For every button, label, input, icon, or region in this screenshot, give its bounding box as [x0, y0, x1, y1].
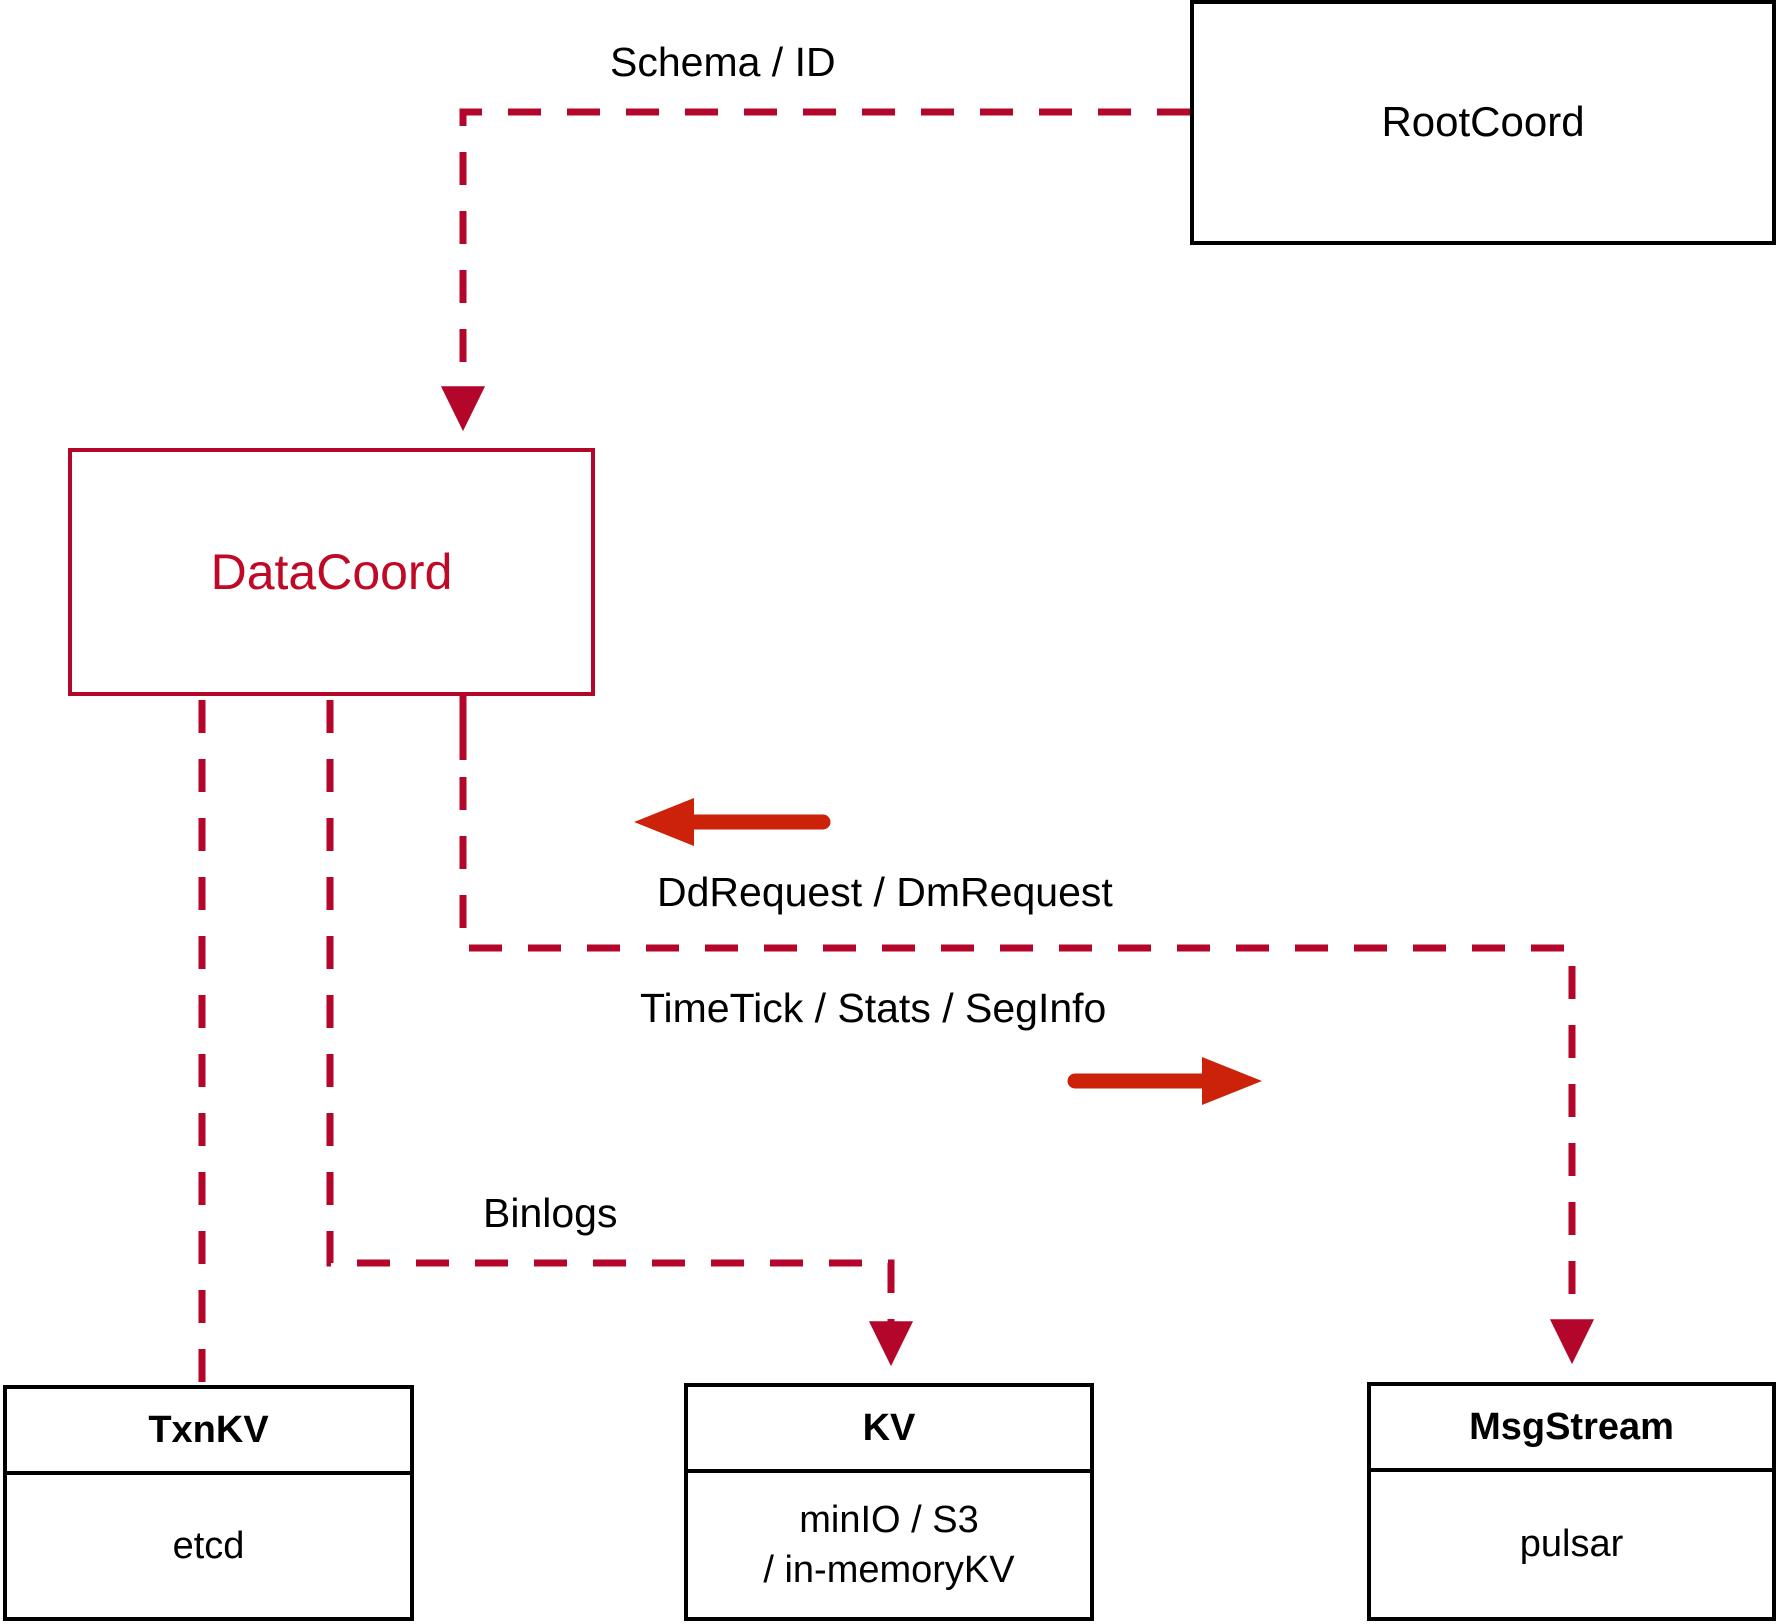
node-txnkv[interactable]: TxnKV etcd	[3, 1385, 414, 1621]
node-kv-body: minIO / S3 / in-memoryKV	[688, 1473, 1090, 1617]
node-msgstream-label: MsgStream	[1371, 1386, 1772, 1472]
node-txnkv-label: TxnKV	[7, 1389, 410, 1475]
node-kv[interactable]: KV minIO / S3 / in-memoryKV	[684, 1383, 1094, 1621]
edge-label-schema-id: Schema / ID	[610, 39, 836, 85]
node-rootcoord[interactable]: RootCoord	[1190, 0, 1776, 245]
edge-label-timetick-stats-seginfo: TimeTick / Stats / SegInfo	[640, 985, 1107, 1031]
node-txnkv-impl-line: etcd	[172, 1524, 245, 1567]
node-datacoord[interactable]: DataCoord	[68, 448, 595, 696]
egress-arrow-icon	[1067, 1057, 1262, 1105]
node-rootcoord-label: RootCoord	[1381, 98, 1585, 146]
node-msgstream-impl-line: pulsar	[1519, 1523, 1624, 1566]
node-datacoord-label: DataCoord	[210, 543, 453, 600]
node-kv-impl-line-1: minIO / S3	[799, 1498, 979, 1541]
ingress-arrow-icon	[634, 798, 831, 846]
edge-schema-id	[440, 108, 1190, 432]
node-msgstream[interactable]: MsgStream pulsar	[1367, 1382, 1776, 1621]
node-msgstream-body: pulsar	[1371, 1472, 1772, 1617]
edge-label-binlogs: Binlogs	[483, 1190, 618, 1236]
node-kv-impl-line-2: / in-memoryKV	[763, 1549, 1015, 1591]
node-txnkv-body: etcd	[7, 1475, 410, 1617]
edge-label-dd-dm-request: DdRequest / DmRequest	[657, 869, 1113, 915]
node-kv-label: KV	[688, 1387, 1090, 1473]
